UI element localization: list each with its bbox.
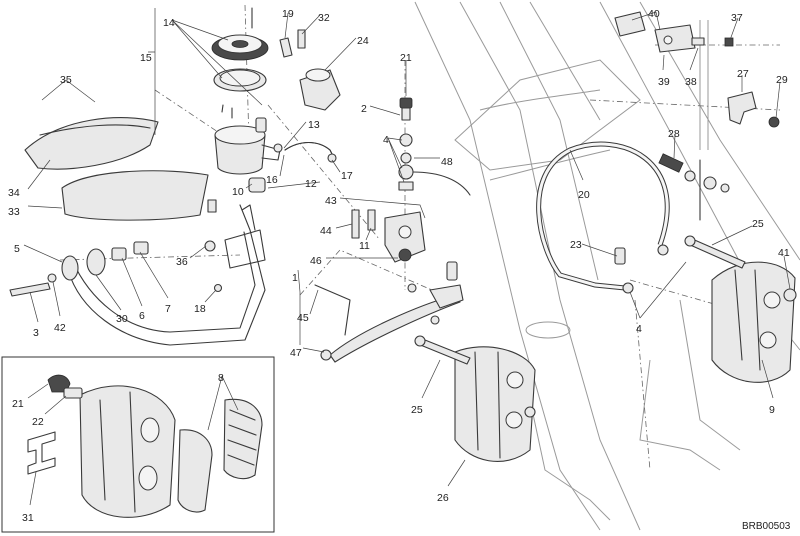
callout-c3: 3 [33,327,39,339]
callout-c27: 27 [737,68,749,80]
inset-caliper-pads [1,356,275,533]
callout-c37: 37 [731,12,743,24]
callout-c29: 29 [776,74,788,86]
reservoir-hose [273,141,337,163]
callout-c4a: 4 [383,134,389,146]
callout-c10: 10 [232,186,244,198]
lever-guard [24,117,209,221]
callout-c38: 38 [685,76,697,88]
callout-c47: 47 [290,347,302,359]
callout-c46: 46 [310,255,322,267]
callout-c24: 24 [357,35,369,47]
callout-c31: 31 [22,512,34,524]
callout-c33: 33 [8,206,20,218]
drawing-code: BRB00503 [742,521,791,532]
callout-c25a: 25 [752,218,764,230]
callout-c41: 41 [778,247,790,259]
callout-c16: 16 [266,174,278,186]
banjo-fitting-stack [398,97,471,196]
callout-c12: 12 [305,178,317,190]
callout-c32: 32 [318,12,330,24]
callout-c40: 40 [648,8,660,20]
callout-c48: 48 [441,156,453,168]
callout-c22: 22 [32,416,44,428]
callout-c21a: 21 [400,52,412,64]
callout-c25b: 25 [411,404,423,416]
callout-c20: 20 [578,189,590,201]
callout-c23: 23 [570,239,582,251]
callout-c7: 7 [165,303,171,315]
callout-c45: 45 [297,312,309,324]
left-brake-caliper [414,335,536,463]
brake-fluid-reservoir [214,117,281,193]
callout-c35: 35 [60,74,72,86]
callout-c5: 5 [14,243,20,255]
reservoir-cap-assembly [211,7,269,119]
callout-c17: 17 [341,170,353,182]
callout-c18: 18 [194,303,206,315]
callout-c21b: 21 [12,398,24,410]
callout-c2: 2 [361,103,367,115]
callout-c14: 14 [163,17,175,29]
leader-lines [23,8,791,506]
callout-c8: 8 [218,372,224,384]
callout-c34: 34 [8,187,20,199]
callout-c4b: 4 [636,323,642,335]
callout-c15: 15 [140,52,152,64]
callout-c39: 39 [658,76,670,88]
callout-c30: 30 [116,313,128,325]
callout-c19: 19 [282,8,294,20]
callout-c43: 43 [325,195,337,207]
callout-c36: 36 [176,256,188,268]
front-brake-hose [536,141,670,294]
brake-lever-assembly [314,209,464,363]
callout-c28: 28 [668,128,680,140]
callout-c13: 13 [308,119,320,131]
callout-c11: 11 [359,240,370,252]
right-brake-caliper [684,235,797,383]
callout-c6: 6 [139,310,145,322]
callout-c9: 9 [769,404,775,416]
guard-bracket [9,199,266,346]
callout-c1: 1 [292,272,298,284]
callout-c26: 26 [437,492,449,504]
callout-c42: 42 [54,322,66,334]
callout-c44: 44 [320,225,332,237]
front-master-cylinder [279,29,341,111]
hose-clamp-components [614,11,780,221]
